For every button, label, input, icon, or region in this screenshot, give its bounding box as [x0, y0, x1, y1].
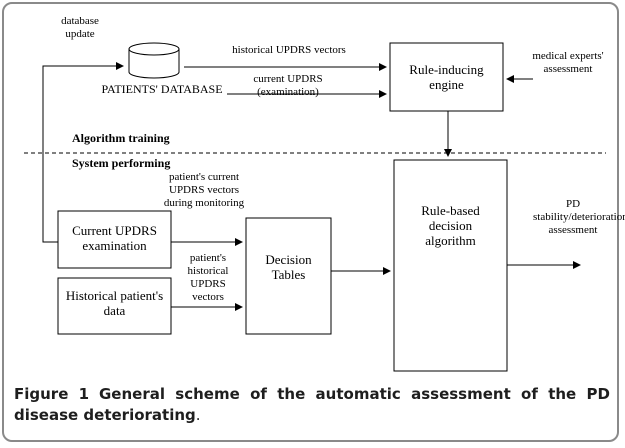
database-cylinder-icon	[128, 42, 180, 79]
pd-assessment-label: PD stability/deterioration assessment	[533, 198, 625, 236]
caption-text: General scheme of the automatic assessme…	[14, 385, 610, 424]
database-update-label: database update	[61, 15, 99, 40]
caption-label: Figure 1	[14, 385, 90, 403]
system-performing-label: System performing	[72, 156, 171, 170]
patients-database-label: PATIENTS' DATABASE	[101, 82, 223, 96]
caption-end: .	[195, 406, 201, 424]
decision-tables-box	[245, 217, 332, 335]
figure-caption: Figure 1 General scheme of the automatic…	[14, 384, 610, 426]
medical-experts-label: medical experts' assessment	[532, 50, 604, 75]
historical-patient-data-label: Historical patient's data	[65, 288, 164, 318]
current-updrs-exam-label: Current UPDRS examination	[72, 223, 157, 253]
database-update-arrow	[42, 62, 124, 243]
historical-vectors-label: historical UPDRS vectors	[232, 44, 346, 56]
decision-tables-label: Decision Tables	[265, 252, 312, 282]
current-updrs-label: current UPDRS (examination)	[253, 73, 323, 98]
rule-based-algorithm-label: Rule-based decision algorithm	[421, 203, 480, 248]
current-updrs-exam-box	[57, 210, 172, 269]
rule-inducing-engine-box	[389, 42, 504, 112]
algorithm-training-label: Algorithm training	[72, 131, 170, 145]
historical-data-box	[57, 277, 172, 335]
rule-inducing-engine-label: Rule-inducing engine	[409, 62, 484, 92]
patient-historical-vectors-label: patient's historical UPDRS vectors	[187, 252, 229, 303]
rule-based-algorithm-box	[393, 159, 508, 372]
patient-current-vectors-label: patient's current UPDRS vectors during m…	[163, 171, 245, 209]
